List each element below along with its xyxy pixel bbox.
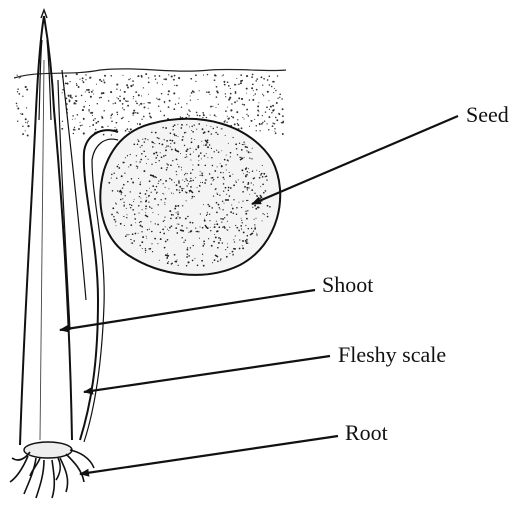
- label-shoot: Shoot: [322, 274, 373, 296]
- label-root: Root: [345, 422, 388, 444]
- fleshy-scale-arrow: [84, 356, 330, 392]
- roots: [10, 442, 94, 498]
- seed-body: [100, 119, 280, 275]
- root-arrow: [80, 436, 338, 474]
- label-fleshy-scale: Fleshy scale: [338, 344, 446, 366]
- label-seed: Seed: [466, 104, 509, 126]
